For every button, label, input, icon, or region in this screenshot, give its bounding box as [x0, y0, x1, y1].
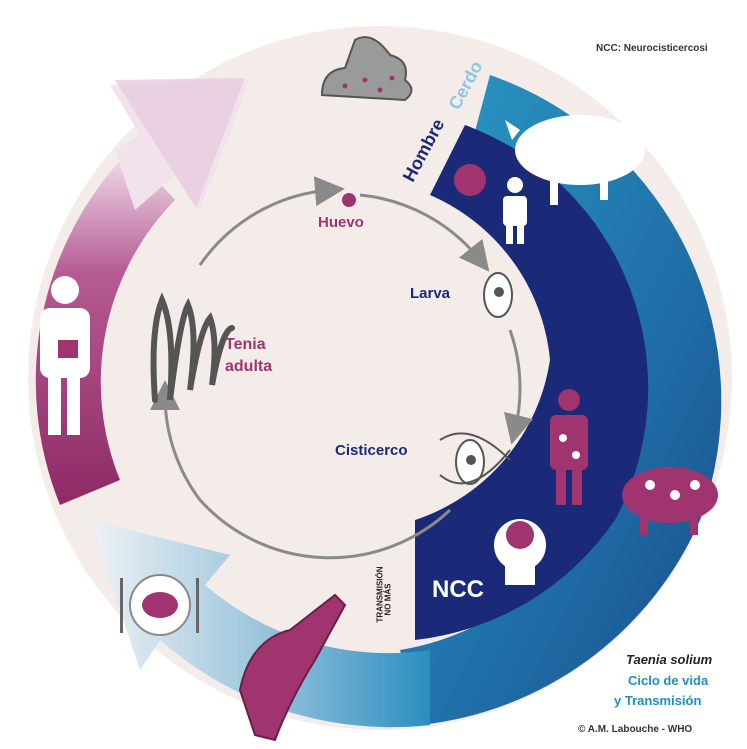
ncc-label: NCC	[432, 576, 484, 603]
feces-icon	[320, 36, 413, 102]
caption-species: Taenia solium	[626, 652, 713, 667]
stage-egg-label: Huevo	[318, 214, 364, 231]
human-eating-icon	[454, 164, 527, 244]
stage-cysticercus-label: Cisticerco	[335, 442, 408, 459]
cycle-arrow-4	[150, 380, 452, 560]
stage-larva-label: Larva	[410, 285, 451, 302]
cycle-arrow-1	[198, 176, 345, 266]
egg-icon	[342, 193, 356, 207]
ncc-side-line2: TRANSMISIÓN	[375, 566, 385, 623]
human-host-icon	[40, 276, 90, 435]
ncc-band	[415, 125, 649, 640]
arrowhead-shade	[115, 78, 245, 208]
caption-line3: y Transmisión	[614, 693, 702, 708]
stage-adult-label-2: adulta	[225, 358, 273, 375]
pig-ring-segment	[400, 75, 722, 725]
caption-line2: Ciclo de vida	[628, 673, 709, 688]
cycle-arrow-3	[503, 329, 534, 445]
ncc-side-line1: NO MÁS	[383, 583, 393, 616]
cysticercus-icon	[439, 432, 511, 485]
brain-head-icon	[494, 519, 546, 585]
pig-icon	[505, 115, 645, 205]
infected-human-icon	[550, 389, 588, 505]
header-note: NCC: Neurocisticercosi	[596, 43, 708, 54]
return-arrow	[90, 520, 430, 728]
tapeworm-icon	[150, 292, 235, 403]
credit: © A.M. Labouche - WHO	[578, 724, 693, 735]
plate-meat-icon	[120, 574, 199, 636]
cycle-arrow-2	[359, 193, 490, 272]
infected-pig-icon	[622, 467, 718, 535]
stage-adult-label-1: Tenia	[225, 336, 266, 353]
larva-scolex	[494, 287, 504, 297]
infected-meat-icon	[238, 593, 347, 742]
